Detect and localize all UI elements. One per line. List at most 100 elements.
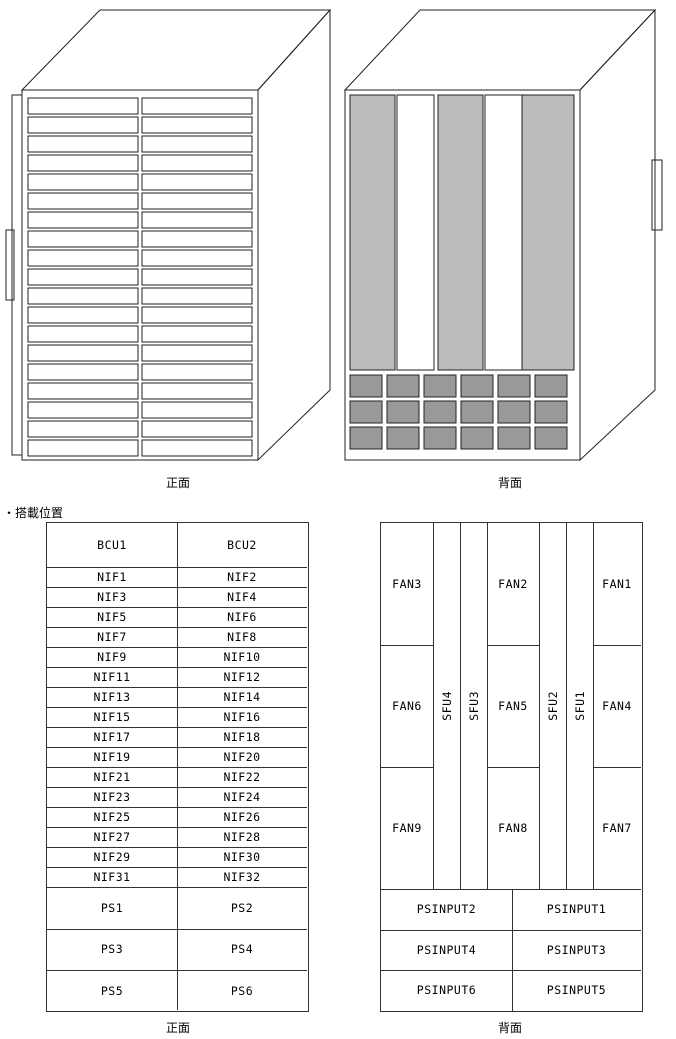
- table-divider: [512, 889, 513, 1011]
- slot-nif30: NIF30: [177, 847, 307, 867]
- slot-ps6-label: PS6: [230, 983, 254, 998]
- slot-psinput1-label: PSINPUT1: [546, 902, 607, 916]
- slot-nif30-label: NIF30: [223, 850, 261, 864]
- front-module-illustration: [141, 192, 253, 210]
- slot-fan4-label: FAN4: [602, 699, 632, 713]
- slot-nif22: NIF22: [177, 767, 307, 787]
- table-divider: [177, 523, 178, 1010]
- table-divider: [381, 970, 641, 971]
- slot-sfu1-label: SFU1: [572, 691, 587, 721]
- table-divider: [381, 889, 641, 890]
- slot-nif3: NIF3: [47, 587, 177, 607]
- slot-psinput1: PSINPUT1: [512, 889, 641, 929]
- slot-fan2-label: FAN2: [498, 577, 528, 591]
- table-divider: [460, 523, 461, 889]
- front-module-illustration: [27, 363, 139, 381]
- slot-nif20: NIF20: [177, 747, 307, 767]
- slot-ps5: PS5: [47, 970, 177, 1011]
- slot-nif4: NIF4: [177, 587, 307, 607]
- slot-fan6-label: FAN6: [392, 699, 422, 713]
- slot-nif28-label: NIF28: [223, 830, 261, 844]
- front-module-illustration: [141, 135, 253, 153]
- slot-fan2: FAN2: [487, 523, 539, 645]
- slot-nif26-label: NIF26: [223, 810, 261, 824]
- slot-ps3: PS3: [47, 929, 177, 970]
- slot-nif2: NIF2: [177, 567, 307, 587]
- slot-psinput3-label: PSINPUT3: [546, 942, 607, 957]
- slot-nif14: NIF14: [177, 687, 307, 707]
- slot-nif7: NIF7: [47, 627, 177, 647]
- slot-fan9-label: FAN9: [392, 821, 422, 835]
- front-chassis-drawing: [5, 8, 332, 462]
- slot-nif9-label: NIF9: [97, 650, 127, 664]
- slot-sfu3-label: SFU3: [466, 691, 481, 721]
- slot-nif18-label: NIF18: [223, 730, 261, 744]
- slot-ps1-label: PS1: [100, 900, 124, 915]
- slot-ps6: PS6: [177, 970, 307, 1011]
- front-module-illustration: [141, 382, 253, 400]
- power-input-illustration: [423, 374, 457, 398]
- power-input-illustration: [349, 400, 383, 424]
- slot-sfu1: SFU1: [566, 523, 593, 889]
- slot-psinput6: PSINPUT6: [381, 970, 512, 1010]
- slot-nif28: NIF28: [177, 827, 307, 847]
- front-module-illustration: [141, 211, 253, 229]
- table-divider: [539, 523, 540, 889]
- power-input-illustration: [386, 426, 420, 450]
- slot-nif27: NIF27: [47, 827, 177, 847]
- fan-grille-illustration: [521, 94, 575, 371]
- slot-nif8-label: NIF8: [227, 630, 257, 644]
- slot-nif16-label: NIF16: [223, 710, 261, 724]
- power-input-illustration: [497, 426, 531, 450]
- table-divider: [381, 645, 433, 646]
- power-input-illustration: [534, 426, 568, 450]
- power-input-illustration: [423, 400, 457, 424]
- slot-nif7-label: NIF7: [97, 630, 127, 644]
- table-divider: [593, 523, 594, 889]
- power-input-illustration: [423, 426, 457, 450]
- power-input-illustration: [386, 374, 420, 398]
- sfu-module-illustration: [484, 94, 523, 371]
- slot-psinput5-label: PSINPUT5: [546, 983, 607, 997]
- front-module-illustration: [141, 306, 253, 324]
- table-divider: [487, 645, 539, 646]
- slot-fan4: FAN4: [593, 645, 641, 767]
- front-module-illustration: [141, 173, 253, 191]
- slot-nif3-label: NIF3: [97, 590, 127, 604]
- slot-nif12-label: NIF12: [223, 670, 261, 684]
- slot-nif9: NIF9: [47, 647, 177, 667]
- slot-nif19: NIF19: [47, 747, 177, 767]
- front-module-illustration: [27, 116, 139, 134]
- slot-nif5-label: NIF5: [97, 610, 127, 624]
- front-module-illustration: [27, 306, 139, 324]
- slot-bcu2-label: BCU2: [227, 538, 257, 552]
- slot-fan1-label: FAN1: [602, 577, 632, 591]
- front-module-illustration: [27, 135, 139, 153]
- slot-psinput2-label: PSINPUT2: [416, 902, 477, 916]
- slot-nif22-label: NIF22: [223, 770, 261, 784]
- slot-nif13: NIF13: [47, 687, 177, 707]
- front-module-illustration: [141, 401, 253, 419]
- slot-fan7-label: FAN7: [602, 821, 632, 835]
- slot-sfu4-label: SFU4: [439, 691, 454, 721]
- slot-ps2-label: PS2: [230, 900, 254, 915]
- front-module-illustration: [27, 154, 139, 172]
- power-input-illustration: [349, 426, 383, 450]
- slot-nif6-label: NIF6: [227, 610, 257, 624]
- front-module-illustration: [27, 211, 139, 229]
- section-heading: ・搭載位置: [3, 506, 64, 520]
- slot-nif27-label: NIF27: [93, 830, 131, 844]
- slot-nif2-label: NIF2: [227, 570, 257, 584]
- front-module-illustration: [141, 287, 253, 305]
- slot-nif17: NIF17: [47, 727, 177, 747]
- slot-nif13-label: NIF13: [93, 690, 131, 704]
- slot-nif31: NIF31: [47, 867, 177, 887]
- power-input-illustration: [534, 400, 568, 424]
- slot-nif10-label: NIF10: [223, 650, 261, 664]
- slot-ps1: PS1: [47, 887, 177, 928]
- slot-nif25-label: NIF25: [93, 810, 131, 824]
- slot-ps3-label: PS3: [100, 942, 124, 956]
- slot-nif15: NIF15: [47, 707, 177, 727]
- slot-nif23-label: NIF23: [93, 790, 131, 804]
- table-divider: [593, 645, 641, 646]
